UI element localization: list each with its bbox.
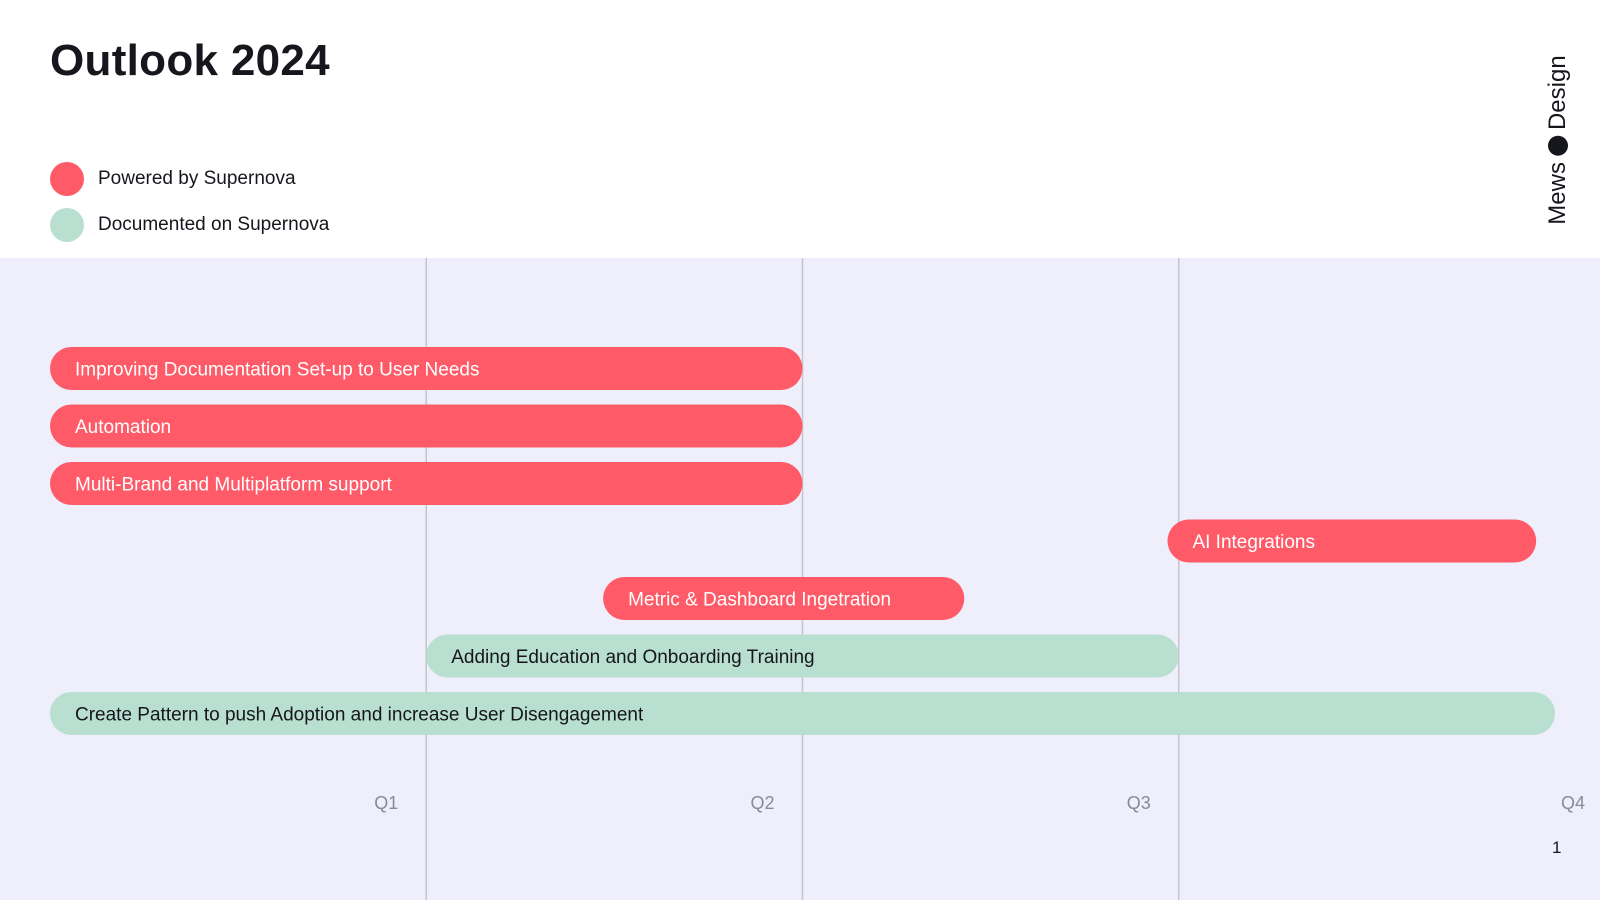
timeline-chart-area: Q1 Q2 Q3 Q4 Improving Documentation Set-up t…: [0, 258, 1600, 900]
task-bar-label: Adding Education and Onboarding Training: [451, 647, 814, 668]
task-bar-group: Multi-Brand and Multiplatform support: [50, 462, 803, 505]
x-tick-label: Q4: [1561, 793, 1585, 813]
legend-swatch-powered: [50, 162, 84, 196]
task-bar-group: Adding Education and Onboarding Training: [426, 634, 1179, 678]
legend: Powered by Supernova Documented on Super…: [50, 162, 329, 254]
legend-item-powered: Powered by Supernova: [50, 162, 329, 196]
task-bar-label: AI Integrations: [1192, 532, 1315, 553]
legend-item-documented: Documented on Supernova: [50, 208, 329, 242]
timeline-chart: Q1 Q2 Q3 Q4 Improving Documentation Set-up t…: [50, 258, 1585, 900]
page-title: Outlook 2024: [50, 36, 330, 85]
task-bar-group: AI Integrations: [1167, 519, 1537, 563]
task-bar: [50, 404, 803, 448]
task-bar-label: Multi-Brand and Multiplatform support: [75, 475, 393, 496]
brand-logo: Mews Design: [1538, 50, 1578, 230]
legend-label-powered: Powered by Supernova: [98, 168, 296, 189]
task-bar: [603, 577, 965, 620]
legend-label-documented: Documented on Supernova: [98, 214, 330, 235]
task-bar-label: Improving Documentation Set-up to User N…: [75, 360, 479, 381]
task-bar-label: Create Pattern to push Adoption and incr…: [75, 705, 644, 726]
legend-swatch-documented: [50, 208, 84, 242]
task-bar-group: Metric & Dashboard Ingetration: [603, 577, 965, 620]
x-tick-label: Q2: [750, 793, 774, 813]
task-bar-group: Create Pattern to push Adoption and incr…: [50, 692, 1555, 735]
brand-dot-icon: [1548, 136, 1568, 157]
task-bar: [1167, 519, 1537, 563]
task-bar: [50, 462, 803, 505]
task-bar-group: Improving Documentation Set-up to User N…: [50, 347, 803, 390]
task-bar-label: Automation: [75, 417, 171, 438]
x-tick-label: Q1: [374, 793, 398, 813]
page-number: 1: [1552, 838, 1562, 857]
brand-word-left: Mews: [1544, 162, 1571, 225]
header: Outlook 2024 Powered by Supernova Docume…: [0, 0, 1600, 258]
task-bar-label: Metric & Dashboard Ingetration: [628, 590, 891, 611]
task-bar: [50, 692, 1555, 735]
x-tick-label: Q3: [1127, 793, 1151, 813]
brand-word-right: Design: [1544, 55, 1571, 131]
task-bar-group: Automation: [50, 404, 803, 448]
task-bar: [50, 347, 803, 390]
task-bar: [426, 634, 1179, 678]
